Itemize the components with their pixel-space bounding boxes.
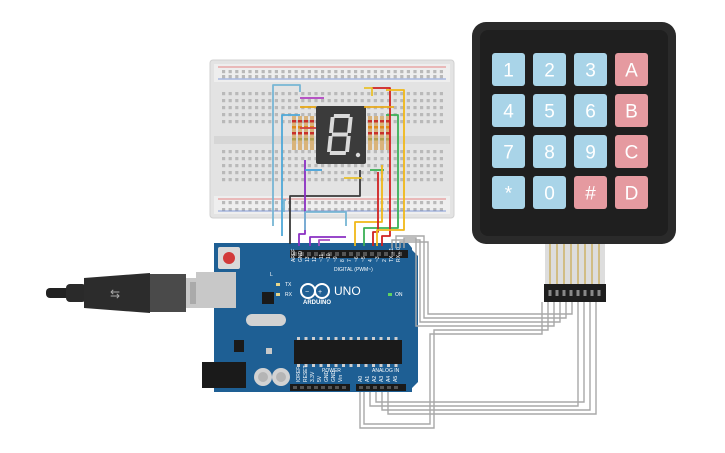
rx-led-label: RX xyxy=(285,292,293,298)
digital-pin-label: 4 xyxy=(368,259,374,262)
power-label: POWER xyxy=(322,368,341,374)
resistor[interactable] xyxy=(292,116,296,150)
power-pin-label: 3.3V xyxy=(310,371,316,382)
key-star[interactable]: * xyxy=(492,176,525,209)
digital-label: DIGITAL (PWM~) xyxy=(334,267,373,273)
digital-pin-label: 13 xyxy=(305,256,311,262)
analog-pin-label: A3 xyxy=(379,376,385,382)
key-label: 2 xyxy=(544,61,555,82)
digital-pin-label: 7 xyxy=(347,259,353,262)
power-jack xyxy=(202,362,246,388)
key-label: A xyxy=(625,61,638,82)
resistor-array[interactable] xyxy=(292,116,390,150)
digital-pin-label: ~11 xyxy=(319,254,325,262)
svg-text:+: + xyxy=(318,289,322,296)
power-pin-label: Vin xyxy=(338,375,344,382)
key-label: # xyxy=(585,184,596,205)
key-2[interactable]: 2 xyxy=(533,53,566,86)
key-label: 4 xyxy=(503,102,514,123)
key-label: 5 xyxy=(544,102,555,123)
resistor[interactable] xyxy=(380,116,384,150)
key-6[interactable]: 6 xyxy=(574,94,607,127)
usb-icon: ⇆ xyxy=(110,287,120,301)
power-pin-label: RESET xyxy=(303,365,309,382)
key-hash[interactable]: # xyxy=(574,176,607,209)
key-1[interactable]: 1 xyxy=(492,53,525,86)
analog-pin-label: A1 xyxy=(365,376,371,382)
digital-pin-label: GND xyxy=(298,251,304,263)
keypad-ribbon-cable xyxy=(544,244,606,302)
power-header xyxy=(290,384,350,391)
resistor[interactable] xyxy=(386,116,390,150)
seg-decimal-point xyxy=(355,152,361,158)
key-label: 7 xyxy=(503,143,514,164)
resistor[interactable] xyxy=(374,116,378,150)
on-led-label: ON xyxy=(395,292,403,298)
key-label: 0 xyxy=(544,184,555,205)
key-4[interactable]: 4 xyxy=(492,94,525,127)
breadboard-holes xyxy=(222,70,443,212)
key-label: 9 xyxy=(585,143,596,164)
resistor[interactable] xyxy=(304,116,308,150)
digital-pin-label: ~3 xyxy=(375,256,381,262)
seven-segment-display[interactable] xyxy=(316,106,366,164)
key-c[interactable]: C xyxy=(615,135,648,168)
keypad-header[interactable] xyxy=(544,284,606,302)
resistor[interactable] xyxy=(368,116,372,150)
key-0[interactable]: 0 xyxy=(533,176,566,209)
digital-pin-label: 12 xyxy=(312,256,318,262)
digital-pin-label: ~6 xyxy=(354,256,360,262)
key-label: B xyxy=(625,102,638,123)
analog-pin-label: A4 xyxy=(386,376,392,382)
key-label: 8 xyxy=(544,143,555,164)
analog-pin-label: A0 xyxy=(358,376,364,382)
arduino-brand: ARDUINO xyxy=(303,300,331,306)
key-d[interactable]: D xyxy=(615,176,648,209)
arduino-model: UNO xyxy=(334,284,361,298)
key-a[interactable]: A xyxy=(615,53,648,86)
digital-pin-label: ~9 xyxy=(333,256,339,262)
gray-wires xyxy=(359,235,597,429)
digital-pin-label: TX→1 xyxy=(389,248,395,262)
power-pin-label: IOREF xyxy=(296,367,302,382)
reset-button[interactable] xyxy=(223,252,235,264)
power-pin-label: GND xyxy=(331,371,337,383)
key-9[interactable]: 9 xyxy=(574,135,607,168)
key-7[interactable]: 7 xyxy=(492,135,525,168)
key-label: 6 xyxy=(585,102,596,123)
power-pin-label: 5V xyxy=(317,375,323,382)
digital-pin-label: 2 xyxy=(382,259,388,262)
digital-pin-label: 8 xyxy=(340,259,346,262)
resistor[interactable] xyxy=(298,116,302,150)
key-label: * xyxy=(505,184,513,205)
atmega-chip xyxy=(294,340,402,364)
l-led-label: L xyxy=(270,272,273,278)
digital-pin-label: ~10 xyxy=(326,253,332,262)
tx-led-label: TX xyxy=(285,282,292,288)
key-label: C xyxy=(625,143,639,164)
digital-pin-label: RX←0 xyxy=(396,247,402,262)
key-b[interactable]: B xyxy=(615,94,648,127)
key-label: 3 xyxy=(585,61,596,82)
digital-pin-label: ~5 xyxy=(361,256,367,262)
key-3[interactable]: 3 xyxy=(574,53,607,86)
analog-pin-label: A2 xyxy=(372,376,378,382)
analog-label: ANALOG IN xyxy=(372,368,400,374)
crystal xyxy=(246,314,286,326)
usb-port xyxy=(196,272,236,308)
key-label: 1 xyxy=(503,61,514,82)
keypad-4x4[interactable]: 1 2 3 A 4 5 6 B 7 8 9 C * 0 # D xyxy=(472,22,676,244)
svg-text:−: − xyxy=(305,289,309,296)
analog-pin-label: A5 xyxy=(393,376,399,382)
seg-digit xyxy=(327,114,353,155)
resistor[interactable] xyxy=(310,116,314,150)
power-pin-label: GND xyxy=(324,371,330,383)
key-8[interactable]: 8 xyxy=(533,135,566,168)
digital-pin-label: AREF xyxy=(291,249,297,262)
wires[interactable] xyxy=(272,84,405,246)
key-label: D xyxy=(625,184,639,205)
key-5[interactable]: 5 xyxy=(533,94,566,127)
